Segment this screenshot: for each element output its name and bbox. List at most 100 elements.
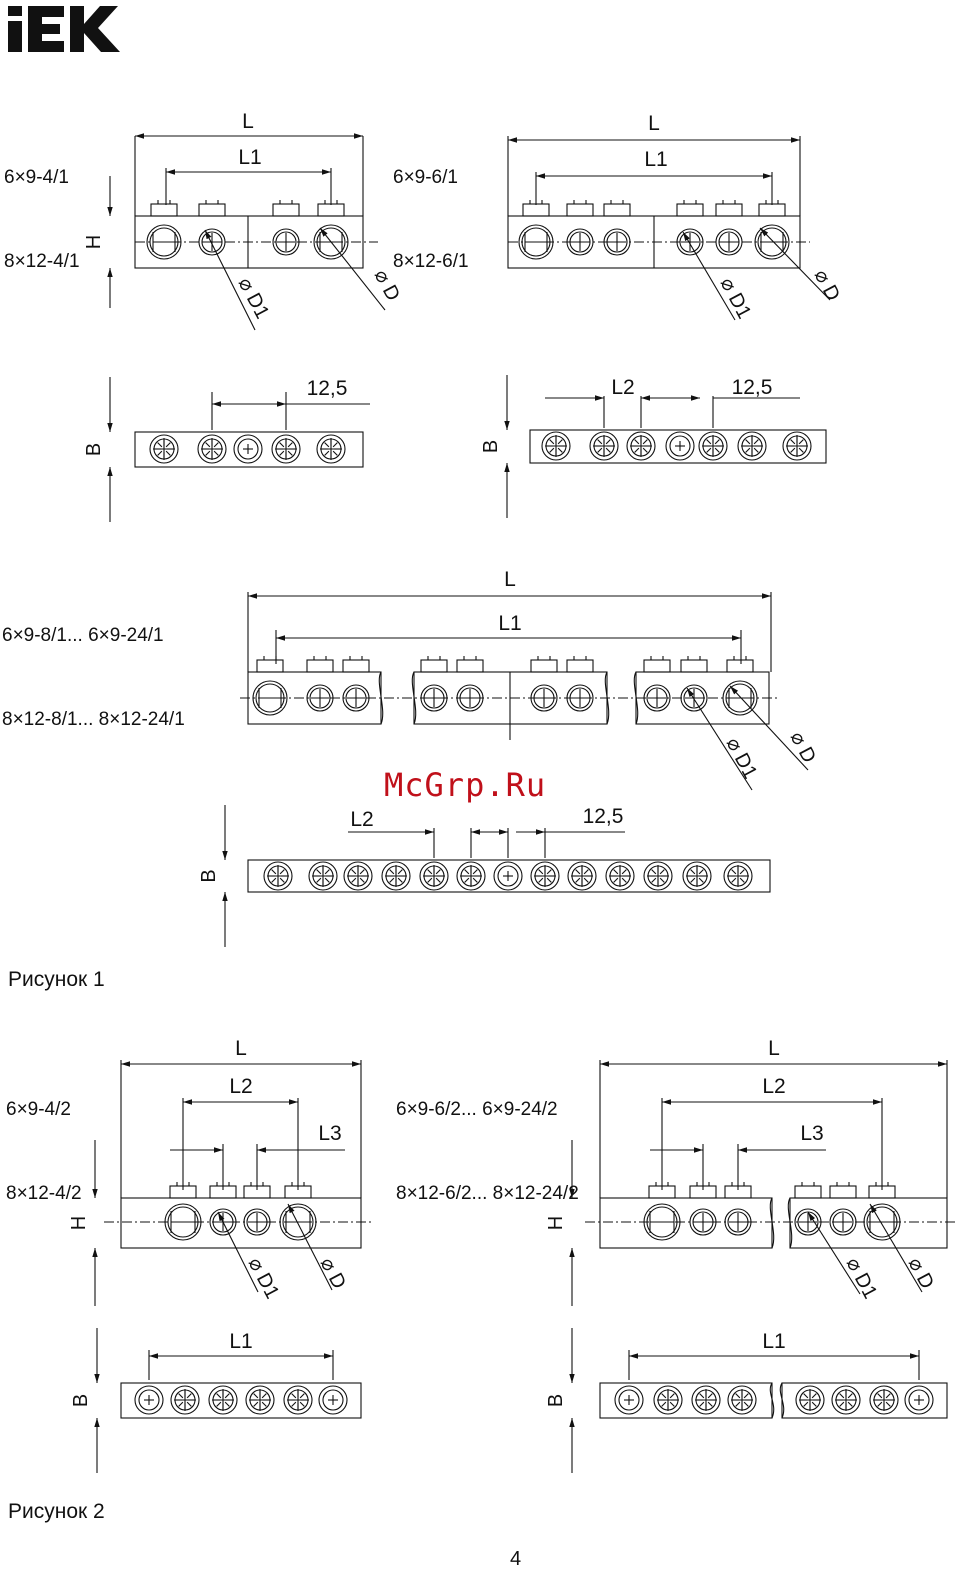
screw-rib bbox=[583, 877, 589, 883]
screw-rib bbox=[389, 869, 395, 875]
terminal-hole bbox=[794, 1208, 822, 1236]
screw-rib bbox=[359, 869, 365, 875]
figure-2-caption: Рисунок 2 bbox=[8, 1500, 105, 1523]
clamp-plate bbox=[676, 203, 704, 217]
screw-head bbox=[567, 861, 597, 891]
clamp-plate bbox=[342, 659, 370, 673]
screw-rib bbox=[472, 877, 478, 883]
fig1-models-a: 6×9-4/1 8×12-4/1 bbox=[4, 108, 80, 304]
screw-head bbox=[541, 431, 571, 461]
screw-rib bbox=[557, 447, 563, 453]
diameter-label-d1: ⌀ D1 bbox=[842, 1254, 882, 1302]
busbar-body bbox=[120, 1197, 362, 1249]
screw-rib bbox=[699, 1393, 705, 1399]
screw-rib bbox=[359, 877, 365, 883]
screw-rib bbox=[261, 1401, 267, 1407]
busbar-body bbox=[599, 1197, 773, 1249]
terminal-hole bbox=[306, 684, 334, 712]
dimension-label-l: L bbox=[504, 568, 516, 591]
screw-head bbox=[283, 1385, 313, 1415]
screw-rib bbox=[803, 1401, 809, 1407]
screw-rib bbox=[745, 439, 751, 445]
terminal-hole bbox=[829, 1208, 857, 1236]
terminal-hole-inner bbox=[692, 1211, 714, 1233]
dimension-label-l2: L2 bbox=[350, 808, 373, 831]
screw-rib bbox=[798, 439, 804, 445]
terminal-hole-inner bbox=[201, 231, 223, 253]
diameter-label-d: ⌀ D bbox=[316, 1254, 350, 1293]
screw-rib bbox=[698, 869, 704, 875]
terminal-hole bbox=[252, 680, 288, 716]
clamp-plate bbox=[603, 203, 631, 217]
screw-rib bbox=[299, 1393, 305, 1399]
screw-head bbox=[691, 1385, 721, 1415]
screw-rib bbox=[291, 1401, 297, 1407]
screw-head bbox=[456, 861, 486, 891]
screw-rib bbox=[224, 1401, 230, 1407]
screw-rib bbox=[642, 439, 648, 445]
terminal-hole bbox=[198, 228, 226, 256]
screw-rib bbox=[743, 1401, 749, 1407]
screw-head bbox=[308, 861, 338, 891]
diameter-label-d: ⌀ D bbox=[786, 728, 820, 767]
clamp-plate bbox=[256, 659, 284, 673]
model-label: 8×12-6/2... 8×12-24/2 bbox=[396, 1183, 579, 1204]
screw-rib bbox=[538, 869, 544, 875]
screw-head bbox=[170, 1385, 200, 1415]
break-line bbox=[378, 671, 384, 725]
clamp-plate bbox=[680, 659, 708, 673]
screw-head-inner bbox=[237, 438, 259, 460]
screw-rib bbox=[397, 877, 403, 883]
fig1-models-c: 6×9-8/1... 6×9-24/1 8×12-8/1... 8×12-24/… bbox=[2, 566, 185, 762]
terminal-hole-inner bbox=[606, 231, 628, 253]
screw-rib bbox=[253, 1393, 259, 1399]
screw-head-inner bbox=[497, 865, 519, 887]
terminal-hole-inner bbox=[727, 1211, 749, 1233]
diameter-label-d: ⌀ D bbox=[810, 266, 844, 305]
terminal-hole-inner bbox=[345, 687, 367, 709]
screw-head-inner bbox=[618, 1389, 640, 1411]
screw-head bbox=[737, 431, 767, 461]
screw-head-inner bbox=[908, 1389, 930, 1411]
screw-rib bbox=[279, 877, 285, 883]
screw-head-inner bbox=[138, 1389, 160, 1411]
screw-head bbox=[271, 434, 301, 464]
screw-head bbox=[869, 1385, 899, 1415]
screw-rib bbox=[178, 1401, 184, 1407]
screw-rib bbox=[803, 1393, 809, 1399]
terminal-hole-inner bbox=[679, 231, 701, 253]
terminal-hole bbox=[313, 224, 349, 260]
dimension-label-l: L bbox=[768, 1037, 780, 1060]
terminal-hole bbox=[456, 684, 484, 712]
screw-head bbox=[605, 861, 635, 891]
diameter-label-d: ⌀ D bbox=[904, 1254, 938, 1293]
clamp-plate bbox=[150, 203, 178, 217]
screw-head bbox=[626, 431, 656, 461]
fig2-models-b: 6×9-6/2... 6×9-24/2 8×12-6/2... 8×12-24/… bbox=[396, 1040, 579, 1236]
break-line bbox=[633, 671, 639, 725]
screw-rib bbox=[798, 447, 804, 453]
screw-rib bbox=[613, 869, 619, 875]
screw-head bbox=[682, 861, 712, 891]
screw-rib bbox=[549, 439, 555, 445]
dimension-label-b: B bbox=[480, 440, 502, 453]
screw-rib bbox=[642, 447, 648, 453]
clamp-plate bbox=[420, 659, 448, 673]
screw-rib bbox=[634, 439, 640, 445]
screw-rib bbox=[213, 442, 219, 448]
screw-rib bbox=[389, 877, 395, 883]
screw-head bbox=[233, 434, 263, 464]
terminal-hole-inner bbox=[646, 1206, 678, 1238]
screw-head-inner bbox=[322, 1389, 344, 1411]
screw-rib bbox=[690, 869, 696, 875]
screw-rib bbox=[839, 1393, 845, 1399]
terminal-hole-inner bbox=[275, 231, 297, 253]
screw-rib bbox=[739, 869, 745, 875]
model-label: 6×9-8/1... 6×9-24/1 bbox=[2, 625, 164, 646]
clamp-plate bbox=[456, 659, 484, 673]
screw-head bbox=[493, 861, 523, 891]
clamp-plate bbox=[758, 203, 786, 217]
screw-rib bbox=[707, 1401, 713, 1407]
clamp-plate bbox=[306, 659, 334, 673]
